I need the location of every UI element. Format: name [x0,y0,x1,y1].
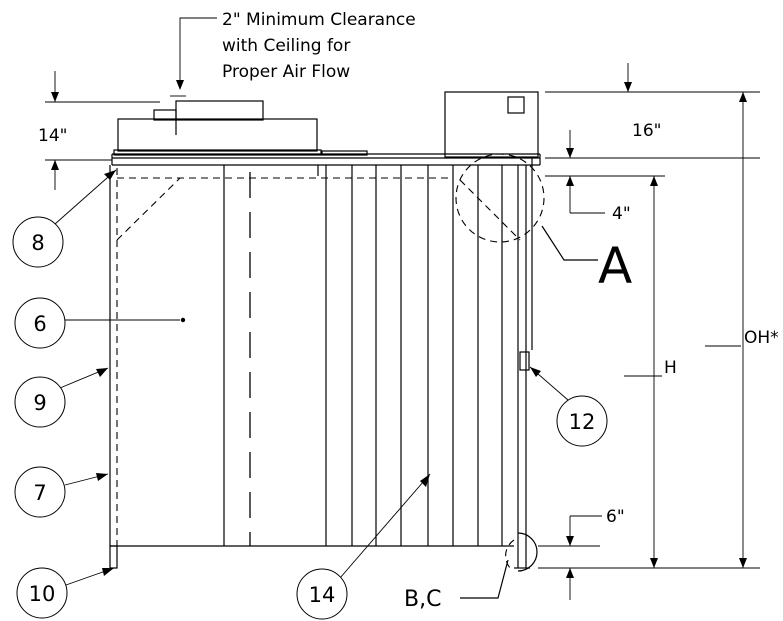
callout-7: 7 [14,466,109,518]
detail-a-label: A [598,237,632,295]
dimension-14: 14" [38,71,160,190]
callout-10-label: 10 [29,582,56,606]
clearance-note-line-3: Proper Air Flow [222,62,350,82]
callout-8: 8 [12,169,117,268]
callout-12: 12 [529,366,608,447]
callout-9: 9 [14,367,109,428]
dimension-oh-label: OH* [744,328,779,348]
dimension-4-label: 4" [612,204,631,224]
callout-12-label: 12 [569,410,596,434]
dimension-16-label: 16" [632,121,661,141]
clearance-note-line-1: 2" Minimum Clearance [222,10,416,30]
callout-6: 6 [14,297,186,349]
dimension-14-label: 14" [38,126,67,146]
top-frame [111,150,541,166]
callout-9-label: 9 [33,391,46,415]
clearance-arrowhead [176,80,184,90]
curtain-strips [223,165,503,546]
dimension-oh: OH* [705,92,779,568]
clearance-note-line-2: with Ceiling for [222,36,350,56]
control-box [444,91,539,158]
callout-14-label: 14 [309,583,336,607]
right-post [459,158,533,569]
left-post [109,165,514,569]
fan-plenum [113,100,322,156]
clearance-note: 2" Minimum Clearance with Ceiling for Pr… [170,10,416,97]
dimension-h-label: H [664,358,677,378]
callout-14: 14 [296,473,431,620]
dimension-6: 6" [538,507,760,600]
callout-7-label: 7 [33,481,46,505]
dimension-h: H [624,176,677,568]
callout-8-label: 8 [31,231,44,255]
detail-bc: B,C [404,532,538,612]
callout-10: 10 [16,567,115,619]
dimension-4: 4" [545,175,665,224]
dimension-16: 16" [545,63,760,159]
detail-a: A [455,153,632,295]
clearance-leader [179,17,217,88]
detail-bc-label: B,C [404,587,441,612]
callout-6-label: 6 [33,312,46,336]
dimension-6-label: 6" [606,507,625,527]
